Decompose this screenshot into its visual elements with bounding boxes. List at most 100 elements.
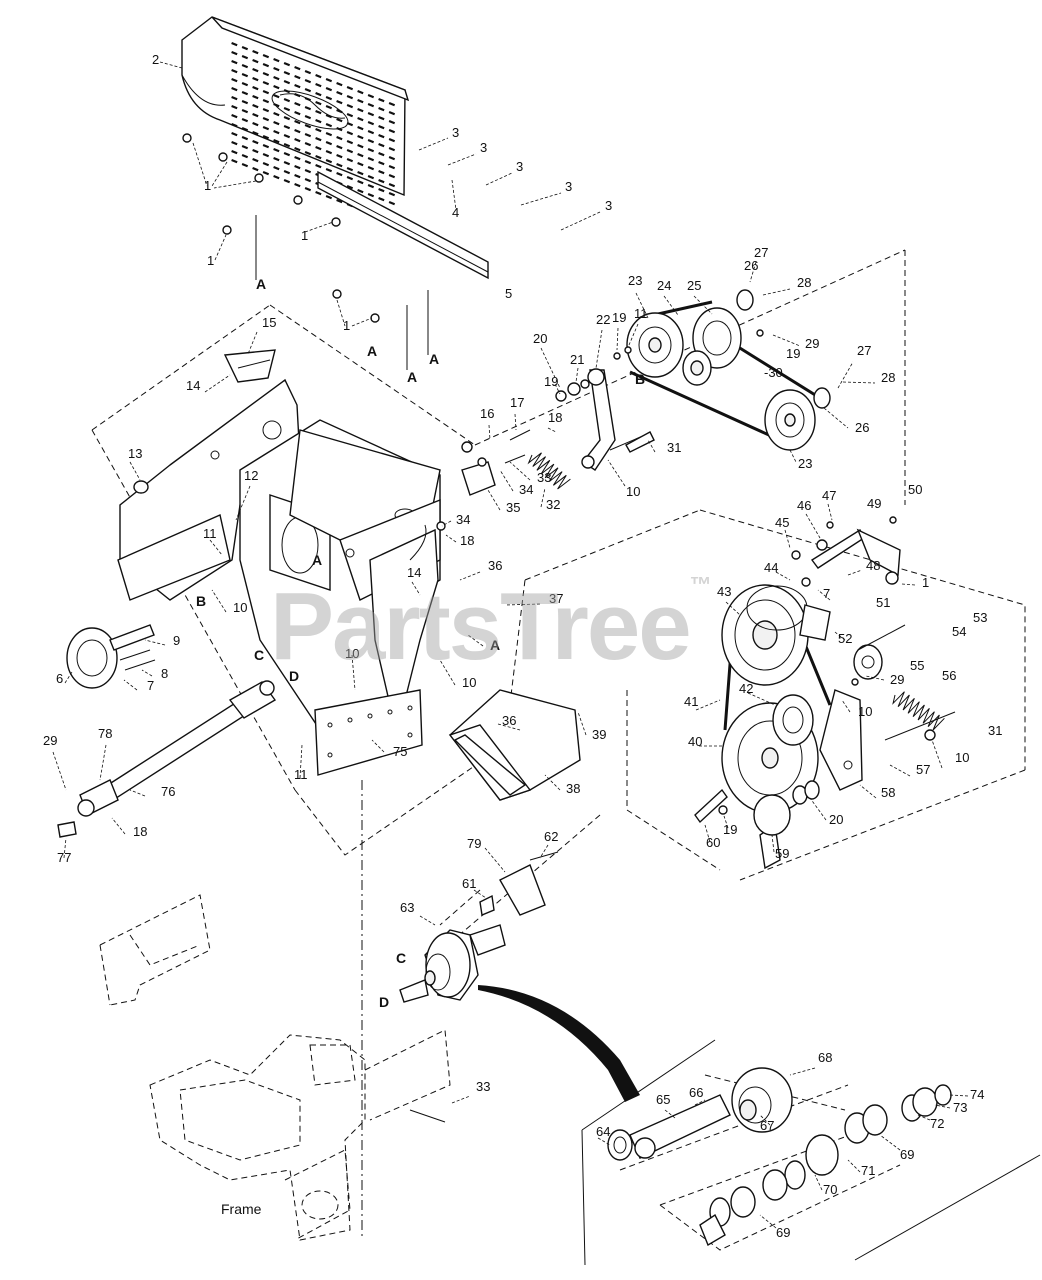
reference-letter-a: A	[429, 351, 439, 367]
upper-left-bracket	[129, 331, 276, 494]
callout-6: 6	[56, 671, 63, 686]
callout-58: 58	[881, 785, 895, 800]
callout-42: 42	[739, 681, 753, 696]
callout-10: 10	[345, 646, 359, 661]
frame-assembly	[149, 1029, 471, 1241]
callout-55: 55	[910, 658, 924, 673]
callout-47: 47	[822, 488, 836, 503]
side-panel-fragment	[99, 894, 211, 1006]
callout-17: 17	[510, 395, 524, 410]
callout-74: 74	[970, 1087, 984, 1102]
callout-29: 29	[805, 336, 819, 351]
callout-1: 1	[204, 178, 211, 193]
callout-39: 39	[592, 727, 606, 742]
callout-60: 60	[706, 835, 720, 850]
callout-25: 25	[687, 278, 701, 293]
callout-75: 75	[393, 744, 407, 759]
callout-19: 19	[544, 374, 558, 389]
callout-69: 69	[776, 1225, 790, 1240]
tension-arm	[540, 323, 656, 487]
callout-70: 70	[823, 1182, 837, 1197]
callout-11: 11	[294, 767, 308, 782]
callout-1: 1	[343, 318, 350, 333]
reference-letter-b: B	[196, 593, 206, 609]
callout-23: 23	[628, 273, 642, 288]
callout-40: 40	[688, 734, 702, 749]
callout-69: 69	[900, 1147, 914, 1162]
callout-3: 3	[480, 140, 487, 155]
callout-76: 76	[161, 784, 175, 799]
callout-44: 44	[764, 560, 778, 575]
drive-shaft	[57, 680, 277, 838]
callout-33: 33	[476, 1079, 490, 1094]
callout-50: 50	[908, 482, 922, 497]
callout-12: 12	[244, 468, 258, 483]
callout-10: 10	[233, 600, 247, 615]
bearing-housing	[399, 844, 559, 1003]
callout-51: 51	[876, 595, 890, 610]
callout-8: 8	[161, 666, 168, 681]
callout-19: 19	[786, 346, 800, 361]
callout-23: 23	[798, 456, 812, 471]
reference-letter-d: D	[289, 668, 299, 684]
callout-10: 10	[858, 704, 872, 719]
callout-37: 37	[549, 591, 563, 606]
callout-14: 14	[186, 378, 200, 393]
reference-letter-a: A	[407, 369, 417, 385]
callout-62: 62	[544, 829, 558, 844]
callout-48: 48	[866, 558, 880, 573]
callout-46: 46	[797, 498, 811, 513]
callout-54: 54	[952, 624, 966, 639]
callout-26: 26	[744, 258, 758, 273]
callout-7: 7	[147, 678, 154, 693]
callout-21: 21	[570, 352, 584, 367]
callout-27: 27	[754, 245, 768, 260]
callout-11: 11	[203, 526, 217, 541]
callout-2: 2	[152, 52, 159, 67]
spring-assembly	[436, 413, 571, 531]
callout-18: 18	[133, 824, 147, 839]
callout-19: 19	[612, 310, 626, 325]
callout-31: 31	[988, 723, 1002, 738]
callout-1: 1	[301, 228, 308, 243]
reference-letter-c: C	[396, 950, 406, 966]
upper-belt-drive	[626, 261, 876, 463]
callout-56: 56	[942, 668, 956, 683]
callout-33: 33	[537, 470, 551, 485]
callout-20: 20	[829, 812, 843, 827]
callout-19: 19	[723, 822, 737, 837]
callout-28: 28	[797, 275, 811, 290]
callout-53: 53	[973, 610, 987, 625]
callout-14: 14	[407, 565, 421, 580]
callout-24: 24	[657, 278, 671, 293]
callout-15: 15	[262, 315, 276, 330]
callout-35: 35	[506, 500, 520, 515]
callout-66: 66	[689, 1085, 703, 1100]
reference-letter-c: C	[254, 647, 264, 663]
callout-5: 5	[505, 286, 512, 301]
callout-68: 68	[818, 1050, 832, 1065]
reference-letter-b: B	[635, 371, 645, 387]
callout-16: 16	[480, 406, 494, 421]
exploded-detail	[581, 1039, 1041, 1266]
callout-10: 10	[626, 484, 640, 499]
callout-41: 41	[684, 694, 698, 709]
callout-27: 27	[857, 343, 871, 358]
callout-32: 32	[546, 497, 560, 512]
callout-71: 71	[861, 1163, 875, 1178]
callout-36: 36	[502, 713, 516, 728]
reference-letter-a: A	[256, 276, 266, 292]
lower-belt-drive	[694, 503, 956, 870]
callout-9: 9	[173, 633, 180, 648]
callout-18: 18	[460, 533, 474, 548]
callout-67: 67	[760, 1118, 774, 1133]
callout-77: 77	[57, 850, 71, 865]
callout-49: 49	[867, 496, 881, 511]
frame-label: Frame	[221, 1201, 262, 1217]
callout-22: 22	[596, 312, 610, 327]
callout-29: 29	[43, 733, 57, 748]
callout-64: 64	[596, 1124, 610, 1139]
callout-1: 1	[922, 575, 929, 590]
